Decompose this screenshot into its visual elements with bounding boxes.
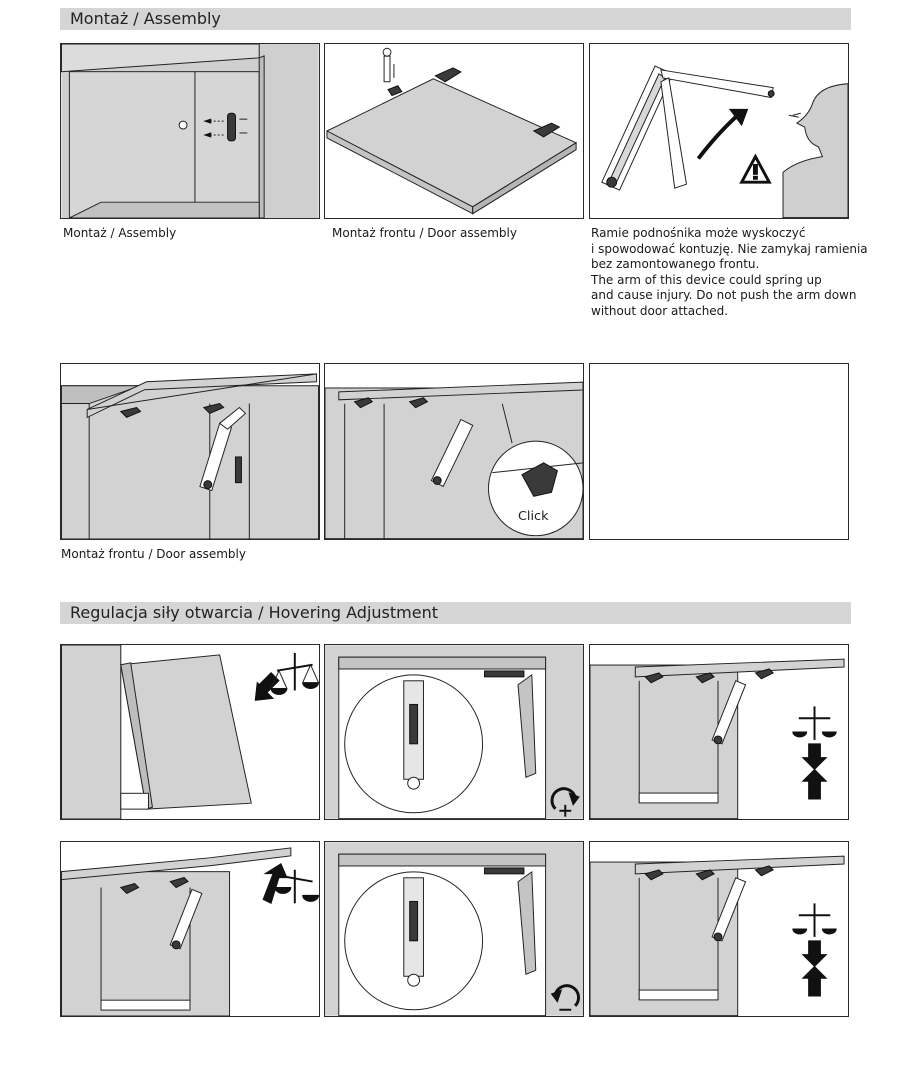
balance-scale-icon bbox=[792, 706, 837, 740]
panel-door-mount-2: Click bbox=[324, 363, 584, 540]
warning-illustration bbox=[601, 65, 848, 218]
warning-line-6: without door attached. bbox=[591, 303, 729, 318]
mounting-bracket-icon bbox=[227, 112, 236, 142]
panel-balanced-1 bbox=[589, 644, 849, 820]
balance-scale-icon bbox=[270, 652, 319, 695]
caption-assembly: Montaż / Assembly bbox=[63, 226, 177, 240]
arrow-down-icon bbox=[801, 940, 828, 968]
arrow-down-icon bbox=[801, 743, 828, 771]
screwdriver-icon bbox=[383, 55, 391, 83]
click-label: Click bbox=[518, 509, 549, 524]
warning-line-2: i spowodować kontuzję. Nie zamykaj ramie… bbox=[591, 241, 868, 256]
balance-scale-icon bbox=[792, 903, 837, 937]
arrow-up-icon bbox=[801, 768, 828, 800]
hovering-section-title: Regulacja siły otwarcia / Hovering Adjus… bbox=[70, 603, 438, 622]
adjust-plus-illustration bbox=[325, 645, 583, 819]
panel-door-mount-1 bbox=[60, 363, 320, 540]
door-mount-2-illustration: Click bbox=[325, 381, 583, 539]
arrow-down-icon bbox=[254, 671, 280, 701]
panel-door-falls bbox=[60, 644, 320, 820]
arrow-up-icon bbox=[262, 863, 288, 904]
panel-adjust-minus bbox=[324, 841, 584, 1017]
dowel-icon bbox=[178, 120, 188, 130]
assembly-section-title: Montaż / Assembly bbox=[70, 9, 221, 28]
panel-empty bbox=[589, 363, 849, 540]
door-rises-illustration bbox=[61, 847, 319, 1016]
caption-warning: Ramie podnośnika może wyskoczyć i spowod… bbox=[591, 226, 868, 319]
rotate-minus-icon bbox=[550, 984, 580, 1011]
door-falls-illustration bbox=[61, 645, 319, 819]
panel-warning bbox=[589, 43, 849, 219]
panel-door-rises bbox=[60, 841, 320, 1017]
panel-door-assembly bbox=[324, 43, 584, 219]
door-assembly-illustration bbox=[325, 47, 578, 215]
hovering-section-header: Regulacja siły otwarcia / Hovering Adjus… bbox=[60, 602, 851, 624]
balanced-1-illustration bbox=[590, 658, 845, 819]
rotate-plus-icon bbox=[550, 787, 580, 817]
caption-door-assembly-row2: Montaż frontu / Door assembly bbox=[61, 547, 246, 561]
warning-line-5: and cause injury. Do not push the arm do… bbox=[591, 288, 857, 302]
arrow-up-icon bbox=[728, 108, 749, 127]
arrow-up-icon bbox=[801, 965, 828, 997]
hinge-icon bbox=[434, 67, 462, 83]
balanced-2-illustration bbox=[590, 855, 845, 1016]
panel-adjust-plus bbox=[324, 644, 584, 820]
door-mount-1-illustration bbox=[61, 373, 319, 539]
adjust-minus-illustration bbox=[325, 842, 583, 1016]
cabinet-mounting-illustration bbox=[61, 44, 319, 218]
caption-door-assembly: Montaż frontu / Door assembly bbox=[332, 226, 517, 240]
warning-line-3: bez zamontowanego frontu. bbox=[591, 257, 760, 271]
warning-line-4: The arm of this device could spring up bbox=[591, 272, 822, 287]
assembly-section-header: Montaż / Assembly bbox=[60, 8, 851, 30]
warning-line-1: Ramie podnośnika może wyskoczyć bbox=[591, 226, 806, 240]
panel-balanced-2 bbox=[589, 841, 849, 1017]
panel-cabinet-mounting bbox=[60, 43, 320, 219]
balance-scale-icon bbox=[274, 869, 319, 904]
